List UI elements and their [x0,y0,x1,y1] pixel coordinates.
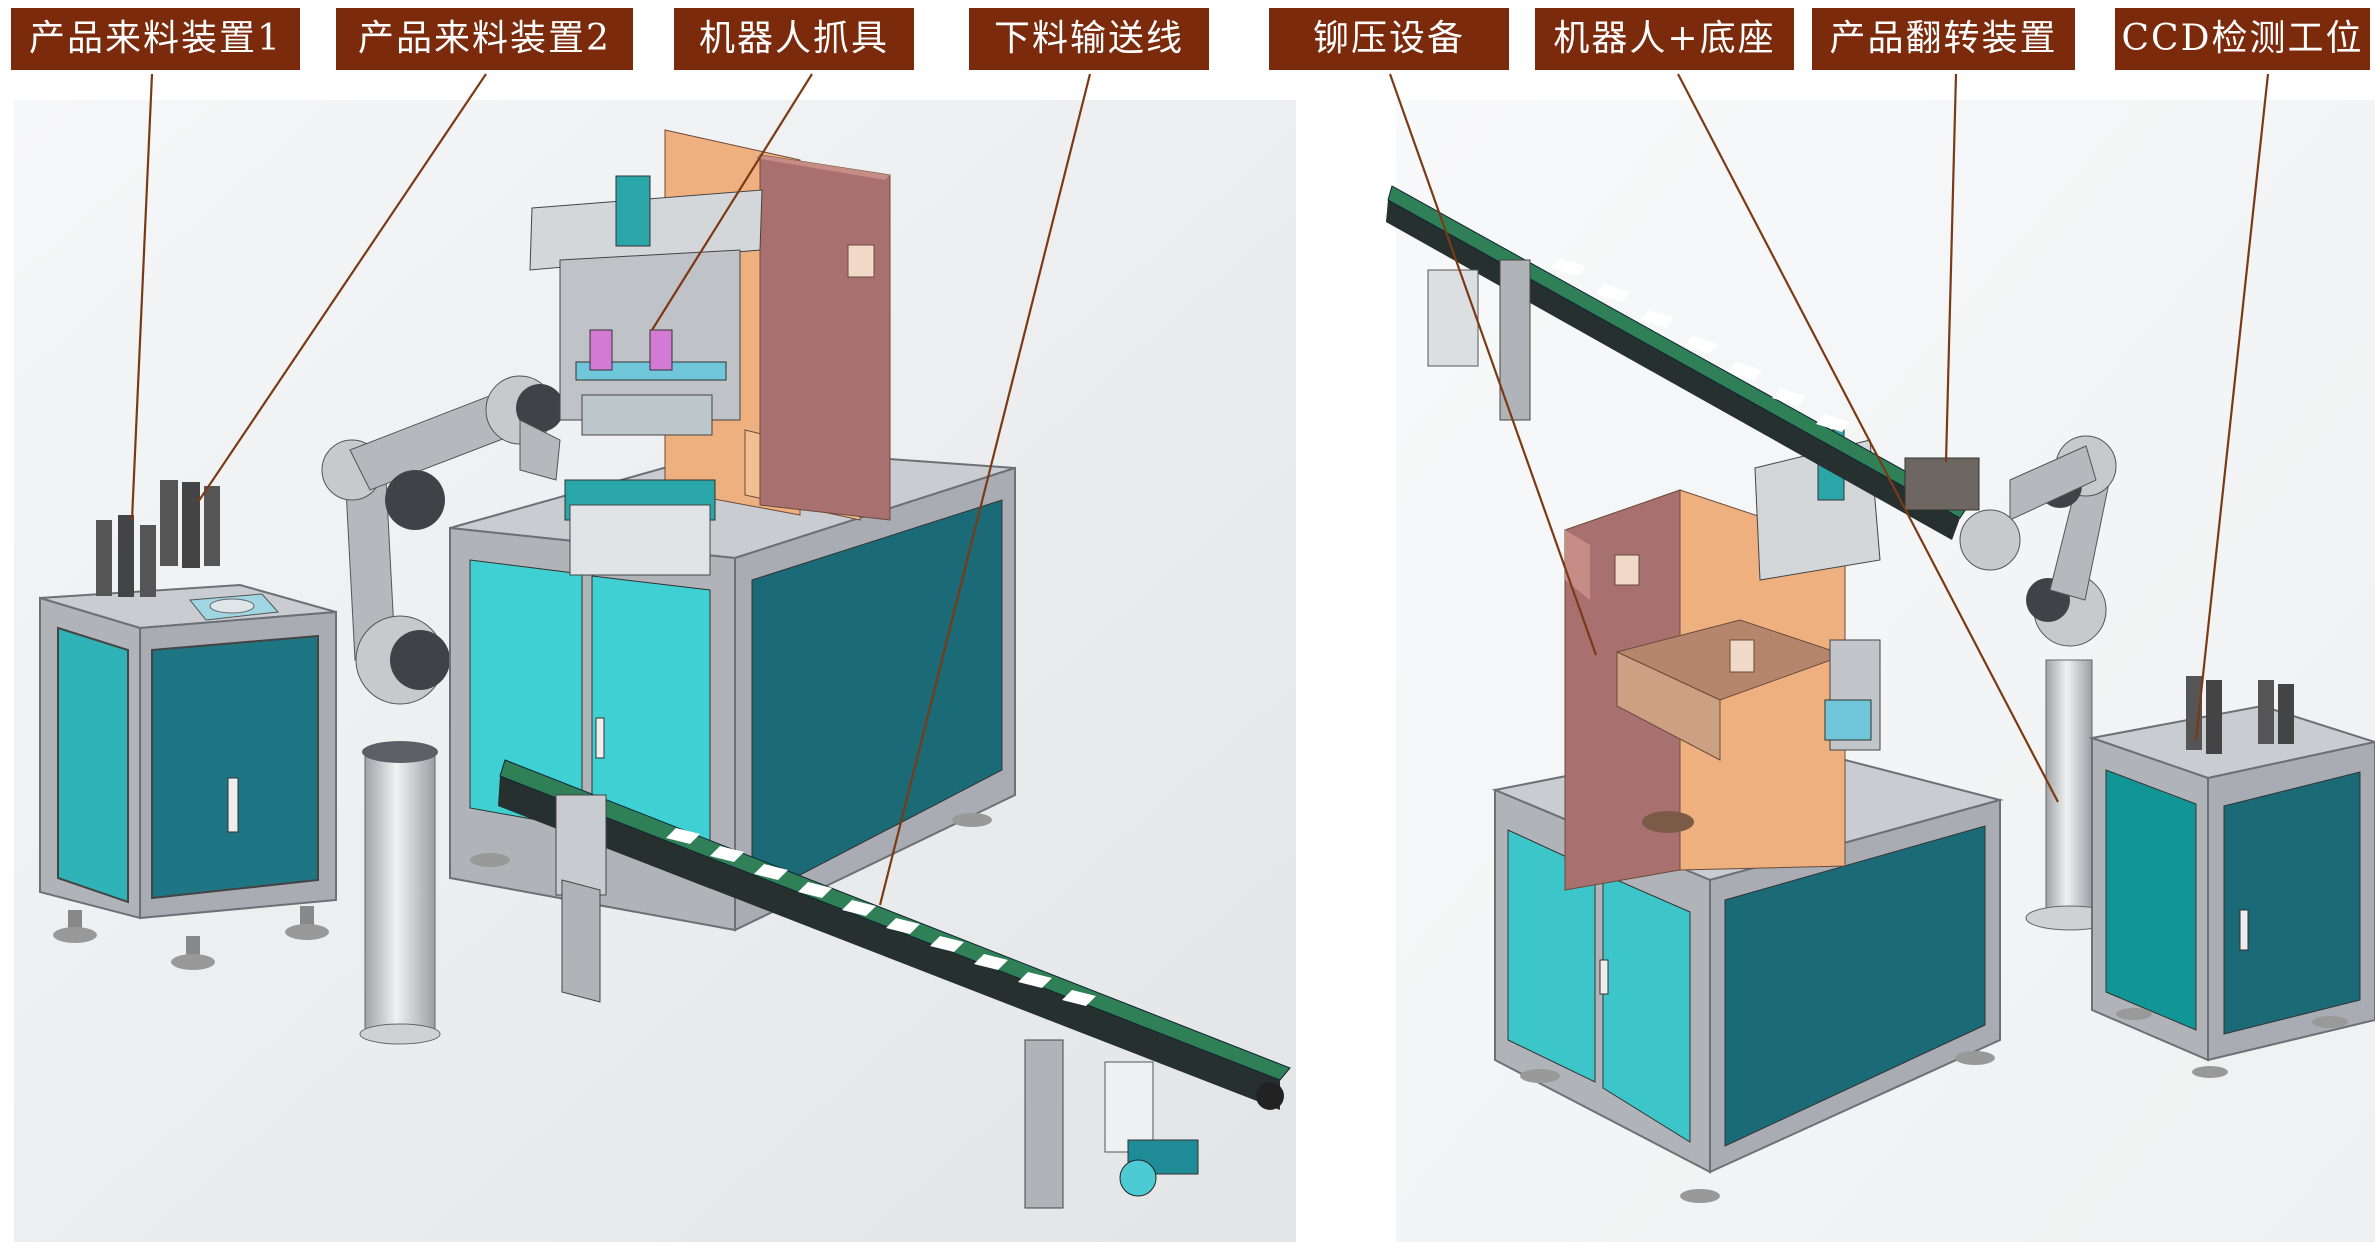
ccd-cabinet-right [2088,676,2375,1078]
label-robot-base: 机器人+底座 [1535,8,1794,70]
label-feeder-1: 产品来料装置1 [11,8,300,70]
output-conveyor-left [498,759,1291,1209]
label-gripper: 机器人抓具 [674,8,914,70]
leader-ccd-station [2194,73,2270,741]
leader-flip-device [1944,73,1958,463]
robot-arm-right [1904,435,2117,931]
press-cabinet-left [449,446,1016,932]
leader-lines [130,73,2270,906]
leader-riveting [1388,73,1598,656]
leader-feeder-1 [130,73,154,521]
feeder-cabinet-left [39,480,337,970]
leader-robot-base [1677,73,2059,803]
press-machine-left [529,129,891,576]
label-feeder-2: 产品来料装置2 [336,8,633,70]
leader-gripper [651,73,813,331]
label-flip-device: 产品翻转装置 [1812,8,2075,70]
press-cabinet-right [1491,736,2004,1203]
output-conveyor-right [1386,185,1969,540]
leader-output-conveyor [878,73,1092,906]
label-output-conveyor: 下料输送线 [969,8,1209,70]
robot-arm-left [321,375,564,1045]
label-riveting: 铆压设备 [1269,8,1509,70]
label-ccd-station: CCD检测工位 [2115,8,2370,70]
leader-feeder-2 [197,73,487,503]
